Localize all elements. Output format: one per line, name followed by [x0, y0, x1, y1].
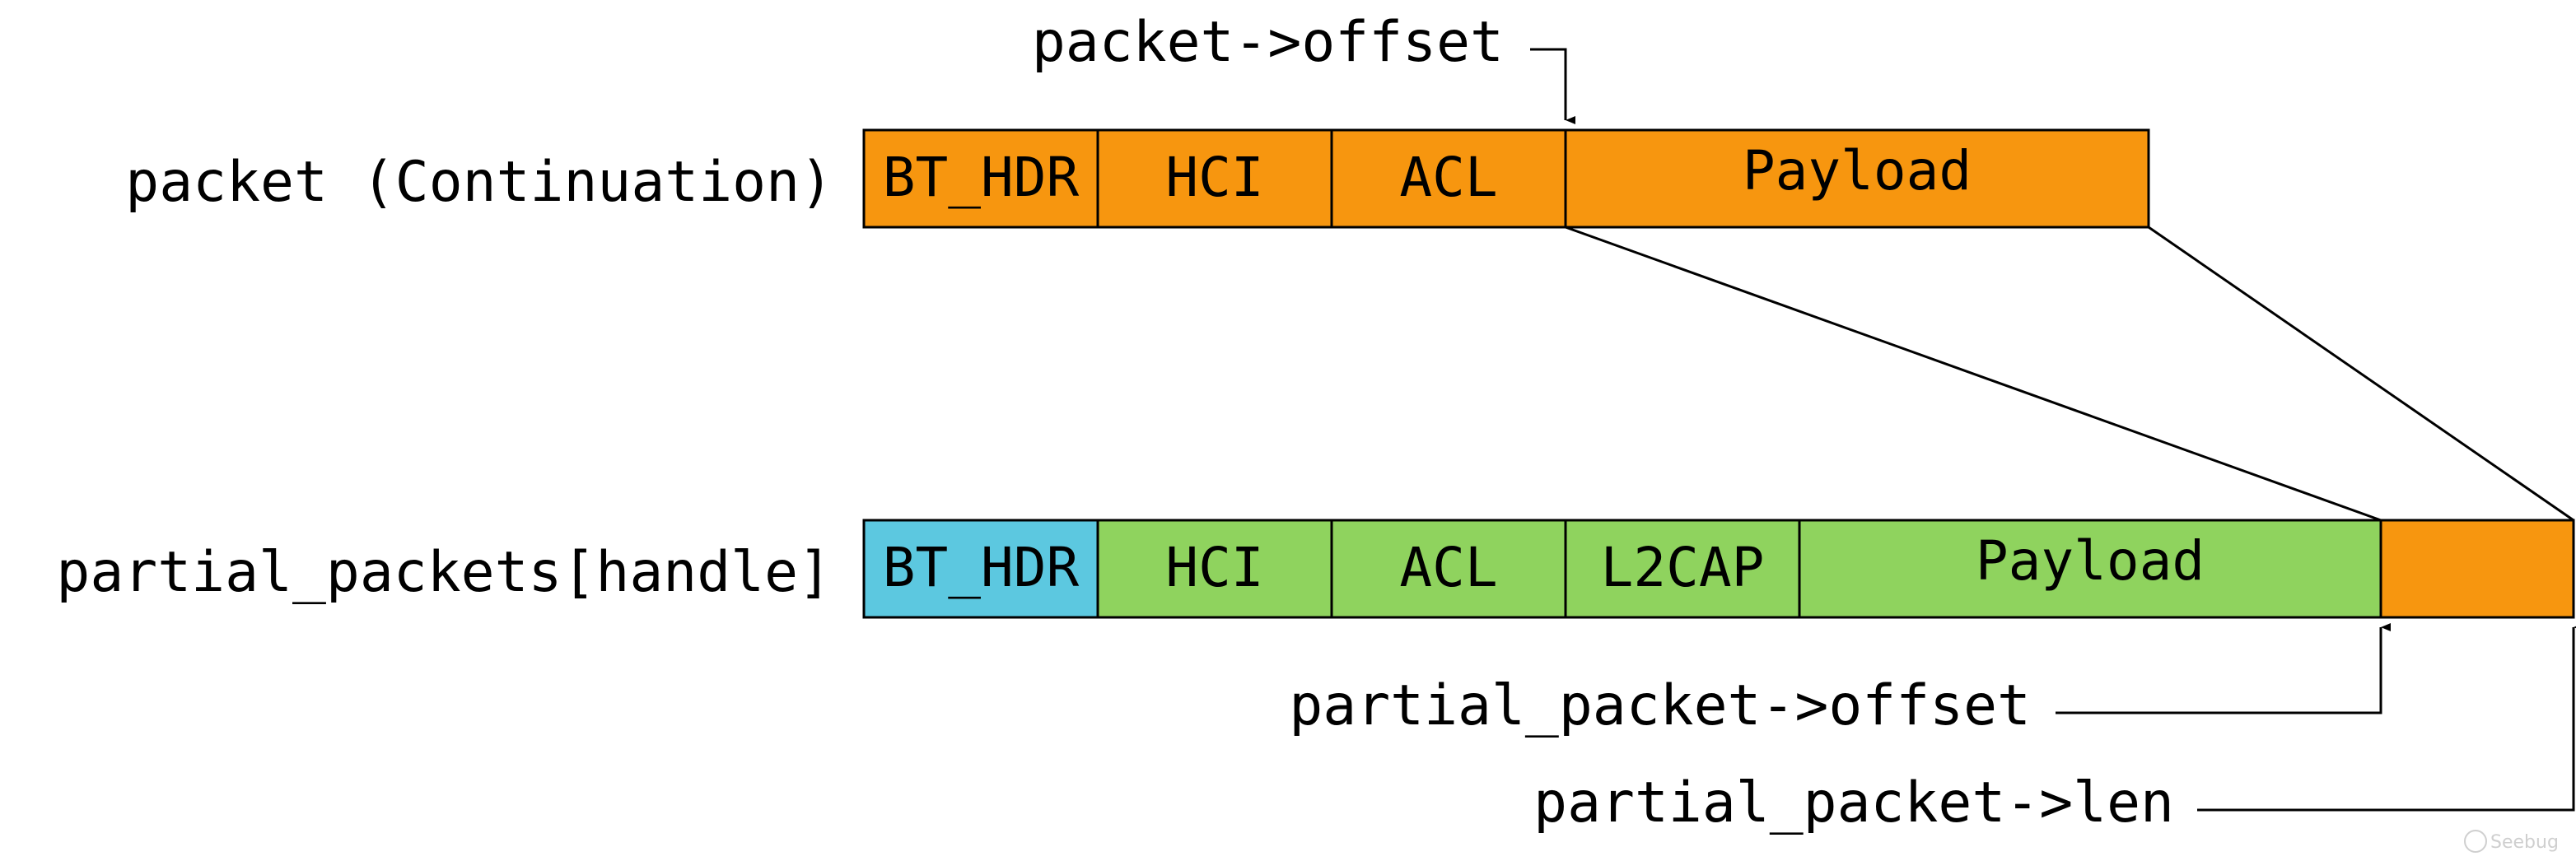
- partial-row: BT_HDR HCI ACL L2CAP Payload: [862, 519, 2575, 619]
- partial-row-label: partial_packets[handle]: [56, 540, 832, 605]
- partial-seg-l2cap-label: L2CAP: [1601, 536, 1765, 599]
- partial-seg-bt-hdr-label: BT_HDR: [883, 536, 1080, 599]
- partial-seg-payload-label: Payload: [1976, 529, 2205, 593]
- packet-seg-acl-label: ACL: [1399, 146, 1497, 209]
- packet-seg-payload-label: Payload: [1743, 139, 1972, 202]
- packet-seg-acl: [1330, 128, 1567, 229]
- partial-seg-hci: [1096, 519, 1333, 619]
- partial-seg-bt-hdr: [862, 519, 1099, 619]
- packet-seg-bt-hdr-label: BT_HDR: [883, 146, 1080, 209]
- watermark-logo-icon: [2464, 830, 2487, 853]
- partial-len-label: partial_packet->len: [1533, 770, 2174, 835]
- watermark-text: Seebug: [2490, 832, 2559, 853]
- packet-seg-payload: [1564, 128, 2150, 229]
- partial-seg-payload: [1798, 519, 2382, 619]
- partial-seg-continuation: [2379, 519, 2575, 619]
- partial-seg-acl: [1330, 519, 1567, 619]
- packet-offset-label: packet->offset: [1032, 10, 1504, 75]
- partial-seg-hci-label: HCI: [1165, 536, 1263, 599]
- partial-seg-acl-label: ACL: [1399, 536, 1497, 599]
- packet-seg-hci: [1096, 128, 1333, 229]
- watermark: Seebug: [2464, 830, 2559, 853]
- packet-row: BT_HDR HCI ACL Payload: [862, 128, 2150, 229]
- packet-offset-arrow: [1530, 48, 1575, 124]
- partial-seg-l2cap: [1564, 519, 1801, 619]
- projection-line-right: [2148, 226, 2574, 522]
- packet-seg-hci-label: HCI: [1165, 146, 1263, 209]
- projection-line-left: [1565, 226, 2382, 522]
- packet-seg-bt-hdr: [862, 128, 1099, 229]
- partial-offset-arrow: [2056, 623, 2391, 714]
- packet-row-label: packet (Continuation): [125, 150, 833, 215]
- partial-offset-label: partial_packet->offset: [1289, 673, 2031, 738]
- partial-len-arrow: [2197, 623, 2576, 812]
